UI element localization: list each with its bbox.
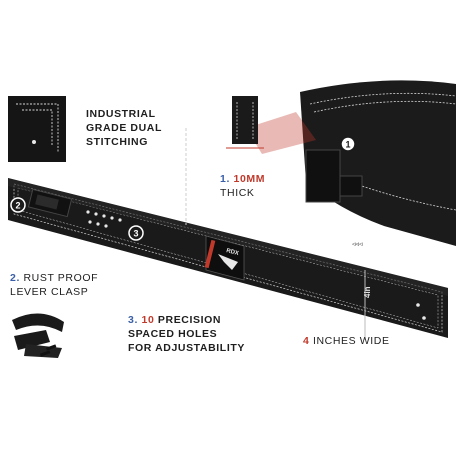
label-stitching-line3: STITCHING: [86, 136, 148, 148]
label-clasp: 2. RUST PROOF LEVER CLASP: [10, 271, 98, 299]
label-stitching: INDUSTRIAL GRADE DUAL STITCHING: [86, 107, 162, 149]
label-clasp-line1: RUST PROOF: [23, 272, 99, 284]
loose-clasp-parts: [12, 313, 64, 358]
label-holes-number: 3.: [128, 314, 138, 326]
marker-3: 3: [128, 225, 144, 241]
label-stitching-line2: GRADE DUAL: [86, 122, 162, 134]
svg-text:◃◃◃: ◃◃◃: [352, 240, 363, 248]
thickness-inset: [226, 96, 316, 154]
svg-text:4in: 4in: [363, 286, 372, 298]
belt-lever-clasp: [27, 188, 73, 218]
label-stitching-line1: INDUSTRIAL: [86, 108, 156, 120]
label-holes: 3. 10 PRECISION SPACED HOLES FOR ADJUSTA…: [128, 313, 245, 355]
svg-text:2: 2: [15, 201, 20, 211]
label-thick-number: 1.: [220, 173, 230, 185]
marker-2: 2: [10, 197, 26, 213]
label-holes-line1: PRECISION: [157, 314, 222, 326]
label-thick: 1. 10mm THICK: [220, 172, 265, 200]
label-thick-value: 10mm: [233, 173, 266, 185]
label-wide: 4 INCHES WIDE: [303, 334, 390, 348]
brand-patch: RDX: [204, 235, 245, 281]
width-marker: 4in: [363, 270, 372, 340]
adjustment-holes: [86, 210, 426, 320]
label-wide-number: 4: [303, 335, 310, 347]
label-wide-text: INCHES WIDE: [312, 335, 390, 347]
label-thick-text: THICK: [220, 187, 255, 199]
label-holes-line3: FOR ADJUSTABILITY: [128, 342, 245, 354]
marker-1: 1: [340, 136, 356, 152]
svg-text:RDX: RDX: [226, 248, 240, 257]
label-holes-line2: SPACED HOLES: [128, 328, 218, 340]
svg-text:3: 3: [133, 229, 138, 239]
stitching-inset: [8, 96, 66, 162]
label-holes-value: 10: [141, 314, 155, 326]
svg-text:1: 1: [345, 140, 350, 150]
rolled-belt: ◃◃◃: [300, 80, 456, 248]
label-clasp-number: 2.: [10, 272, 20, 284]
label-clasp-line2: LEVER CLASP: [10, 286, 89, 298]
